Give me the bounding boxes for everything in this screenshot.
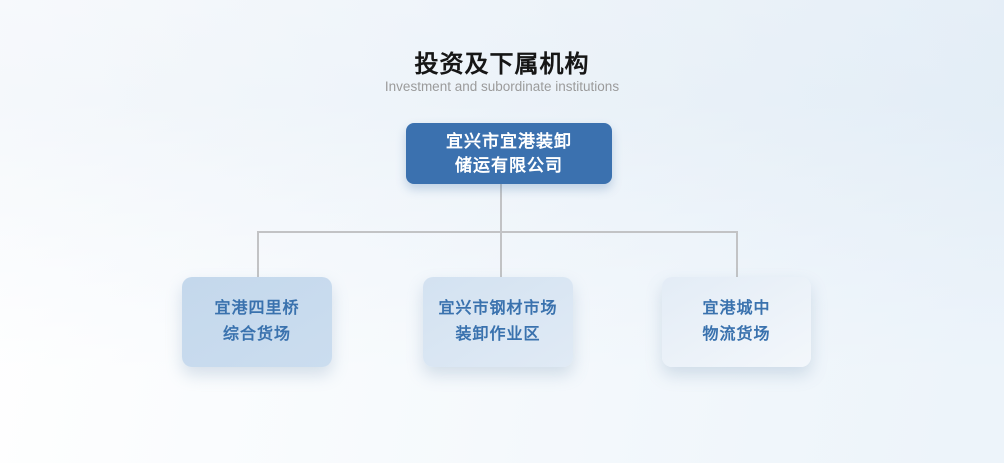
org-node-child-3-line1: 宜港城中 xyxy=(702,300,771,317)
org-node-child-2-line1: 宜兴市钢材市场 xyxy=(438,300,558,317)
page-subtitle: Investment and subordinate institutions xyxy=(384,79,620,94)
org-node-child-1-line1: 宜港四里桥 xyxy=(214,300,300,317)
org-node-child-2-line2: 装卸作业区 xyxy=(455,326,541,343)
org-node-root-line1: 宜兴市宜港装卸 xyxy=(446,131,572,151)
org-node-child-3: 宜港城中 物流货场 xyxy=(662,277,811,367)
org-node-child-3-line2: 物流货场 xyxy=(702,326,771,343)
connector-horizontal xyxy=(257,231,738,233)
connector-stub-right xyxy=(736,231,738,278)
org-node-child-1-line2: 综合货场 xyxy=(222,326,291,343)
org-node-child-2: 宜兴市钢材市场 装卸作业区 xyxy=(423,277,573,367)
connector-root-vertical xyxy=(500,184,502,233)
page-title: 投资及下属机构 xyxy=(414,51,590,78)
connector-stub-center xyxy=(500,233,502,277)
org-node-child-1: 宜港四里桥 综合货场 xyxy=(182,277,332,367)
connector-stub-left xyxy=(257,231,259,277)
org-node-root-line2: 储运有限公司 xyxy=(455,155,563,175)
org-node-root: 宜兴市宜港装卸 储运有限公司 xyxy=(406,123,612,184)
